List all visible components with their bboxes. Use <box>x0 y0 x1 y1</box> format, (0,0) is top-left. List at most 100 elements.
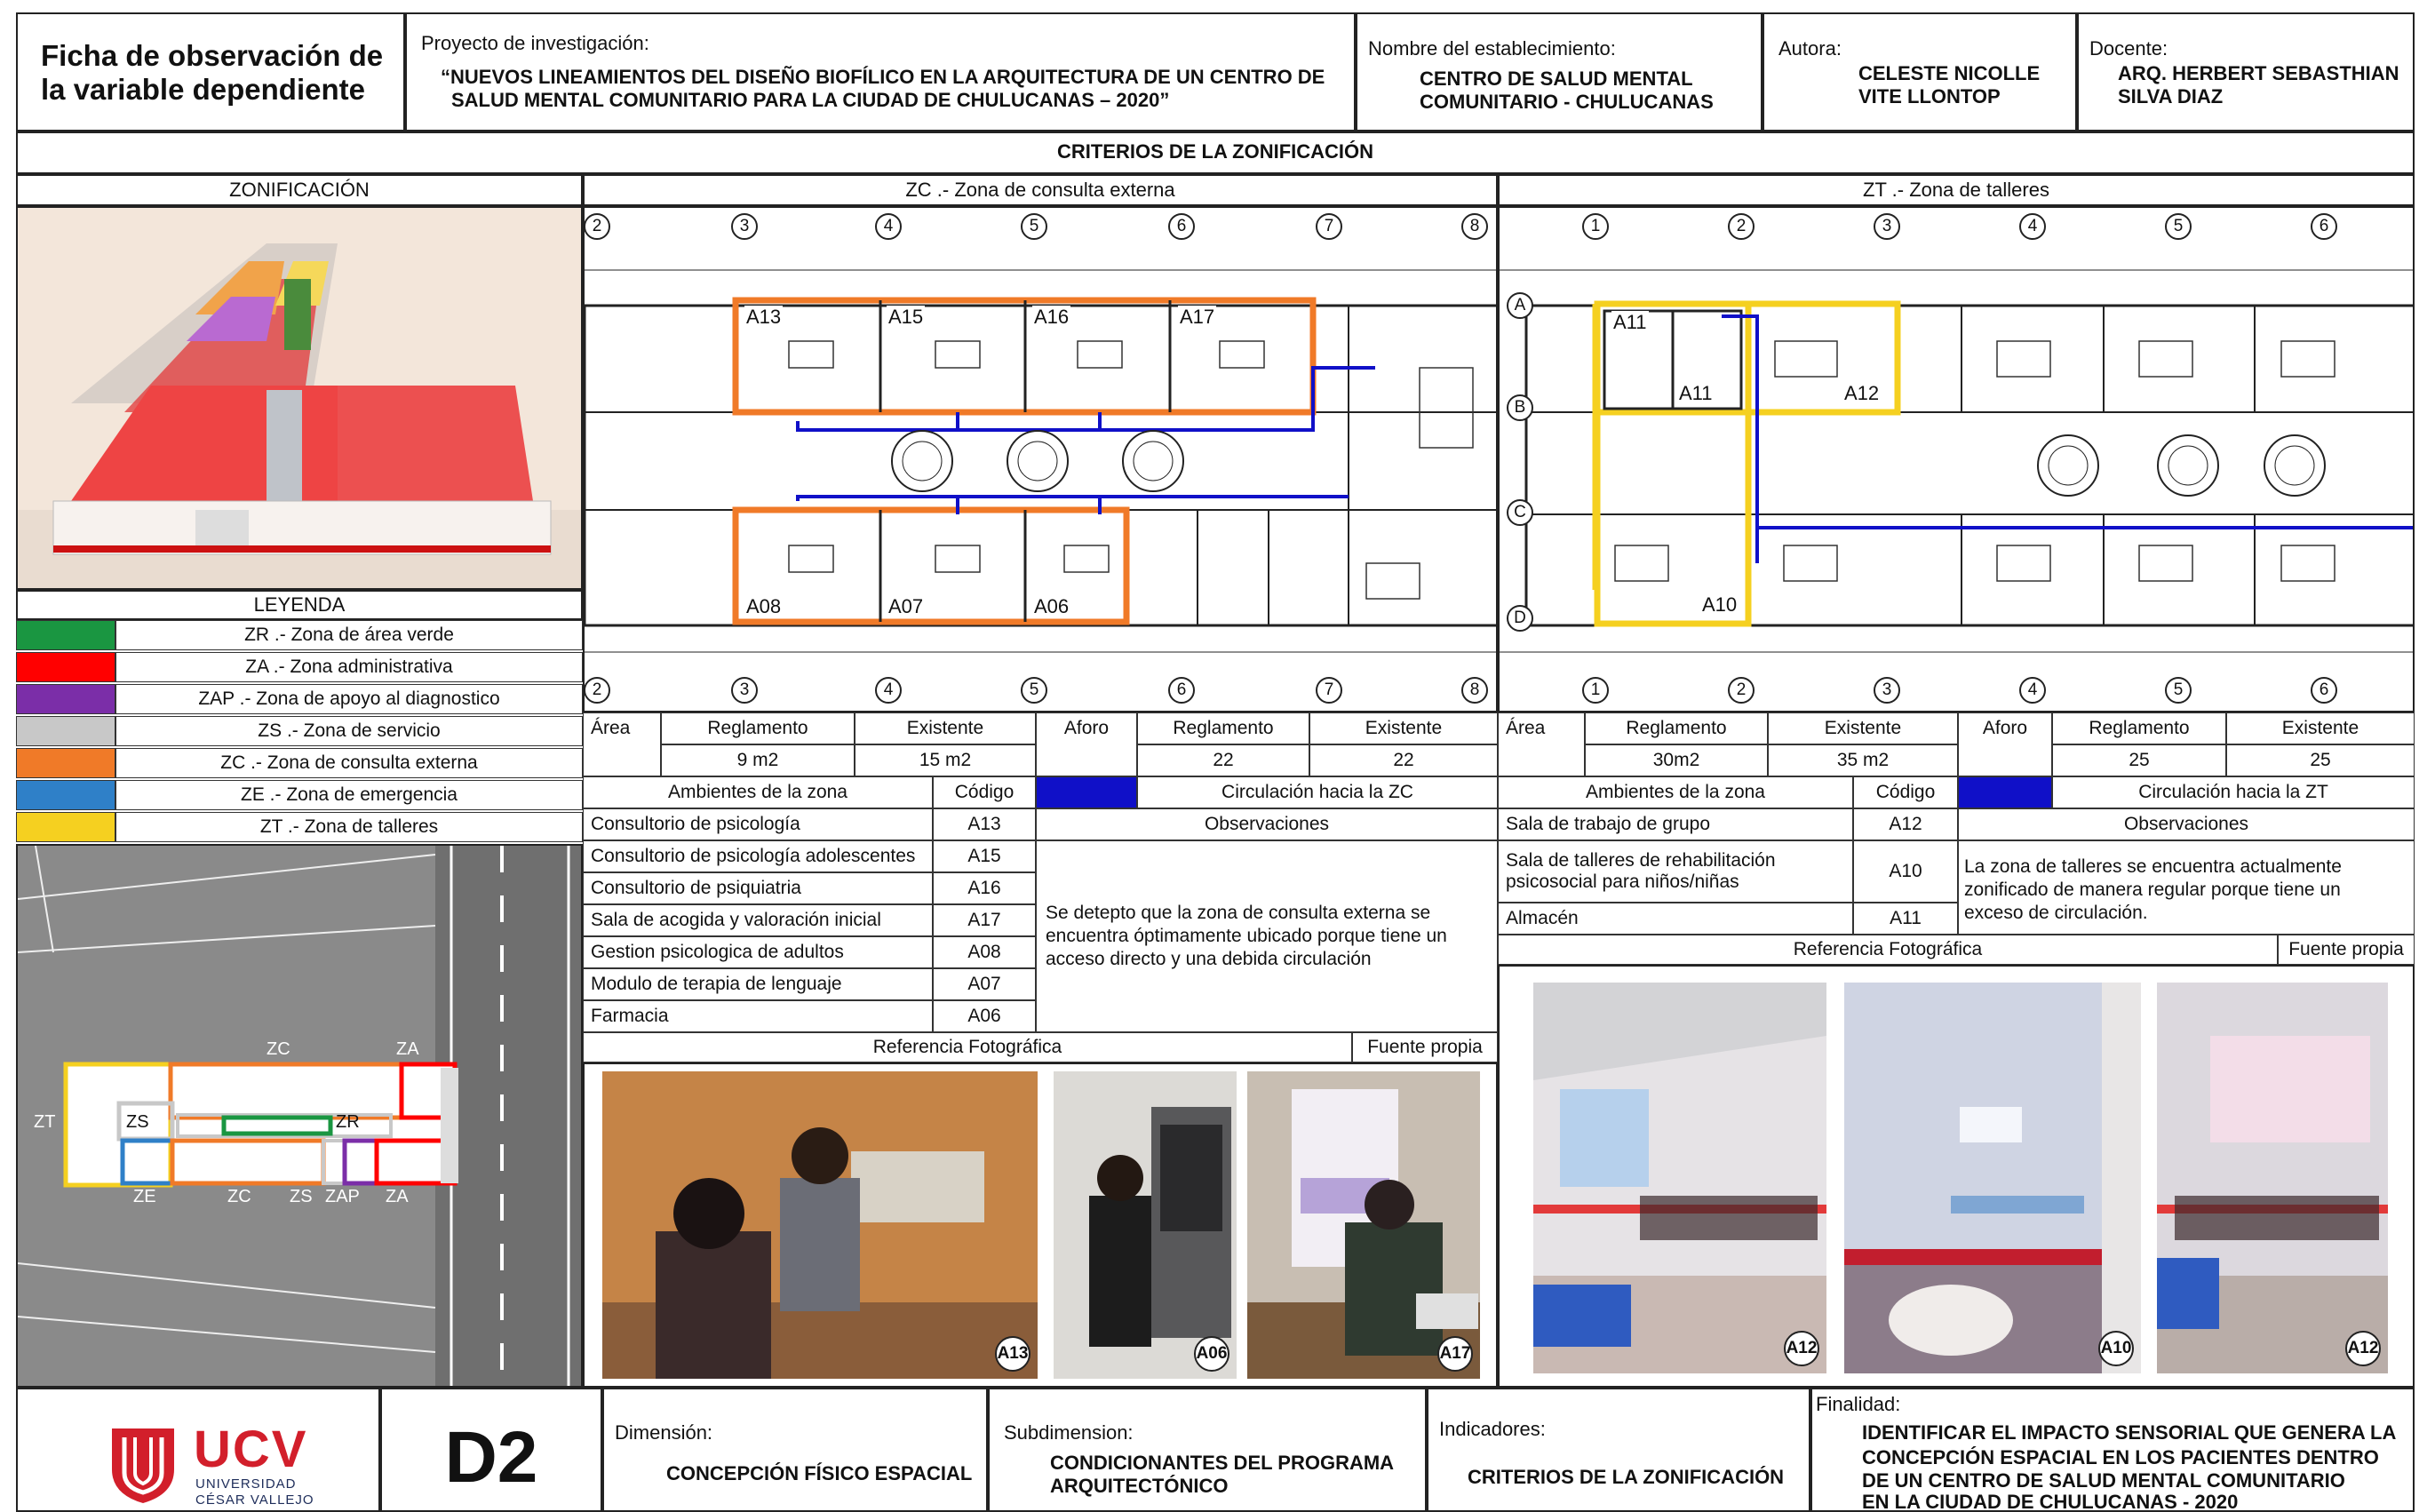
zt-room-label: A12 <box>1842 382 1882 405</box>
legend-item-label: ZR .- Zona de área verde <box>115 620 583 650</box>
zc-row-name: Sala de acogida y valoración inicial <box>583 904 933 936</box>
zc-area-reg-label: Reglamento <box>661 712 855 744</box>
axis-bubble: 8 <box>1461 677 1488 704</box>
ucv-logo-sub2: CÉSAR VALLEJO <box>195 1492 314 1508</box>
zt-row-2-code: A10 <box>1853 840 1958 903</box>
zt-photo-1-tag: A12 <box>1784 1331 1819 1366</box>
ucv-logo-main: UCV <box>194 1420 308 1478</box>
zt-ref-label: Referencia Fotográfica <box>1498 935 2278 965</box>
axis-bubble: 5 <box>2165 677 2192 704</box>
indicator-value: CRITERIOS DE LA ZONIFICACIÓN <box>1468 1466 1785 1488</box>
criteria-title-bar: CRITERIOS DE LA ZONIFICACIÓN <box>16 131 2415 174</box>
teacher-line2: SILVA DIAZ <box>2118 85 2224 107</box>
zt-area-exist-value: 35 m2 <box>1768 744 1958 776</box>
site-map: ZC ZA ZT ZS ZR ZE ZC ZS ZAP ZA <box>16 844 583 1388</box>
photo-workshop-room-2 <box>1844 983 2141 1373</box>
axis-bubble: 4 <box>2019 213 2046 240</box>
legend-swatch <box>16 652 115 682</box>
zc-ref-label: Referencia Fotográfica <box>583 1032 1352 1062</box>
map-label-zs: ZS <box>126 1112 149 1132</box>
establishment-line2: COMUNITARIO - CHULUCANAS <box>1420 91 1714 113</box>
photo-workshop-room-1 <box>1533 983 1826 1373</box>
axis-bubble: 2 <box>585 677 610 704</box>
zc-area-exist-label: Existente <box>855 712 1036 744</box>
zt-room-label: A10 <box>1700 593 1739 617</box>
subdimension-label: Subdimension: <box>1004 1421 1134 1444</box>
establishment-line1: CENTRO DE SALUD MENTAL <box>1420 68 1693 90</box>
axis-bubble: 6 <box>1168 677 1195 704</box>
map-label-zs-bottom: ZS <box>290 1187 313 1206</box>
subdimension-line2: ARQUITECTÓNICO <box>1050 1475 1229 1497</box>
zc-row-name: Gestion psicologica de adultos <box>583 936 933 968</box>
zt-observations-box: La zona de talleres se encuentra actualm… <box>1958 840 2415 935</box>
axis-bubble: 3 <box>731 677 758 704</box>
zc-source-label: Fuente propia <box>1352 1032 1498 1062</box>
photo-consultation-room <box>602 1071 1038 1379</box>
zc-row-name: Consultorio de psicología <box>583 808 933 840</box>
map-label-zap: ZAP <box>325 1187 360 1206</box>
map-label-za-bottom: ZA <box>386 1187 409 1206</box>
photo-pharmacy-window <box>1054 1071 1237 1379</box>
footer-code-box: D2 <box>380 1388 602 1512</box>
axis-bubble: 3 <box>731 213 758 240</box>
zc-observation-text: Se detepto que la zona de consulta exter… <box>1046 903 1447 969</box>
axis-row-bubble: D <box>1507 605 1533 632</box>
zt-source-label: Fuente propia <box>2278 935 2415 965</box>
zt-photo-2: A10 <box>1844 983 2141 1373</box>
axis-bubble: 6 <box>2311 677 2337 704</box>
header-teacher-box: Docente: ARQ. HERBERT SEBASTHIAN SILVA D… <box>2077 12 2415 131</box>
building-3d-render <box>18 208 581 588</box>
dimension-value: CONCEPCIÓN FÍSICO ESPACIAL <box>666 1462 973 1484</box>
sheet-title: Ficha de observación de la variable depe… <box>41 39 384 106</box>
axis-row-bubble: C <box>1507 499 1533 526</box>
axis-bubble: 2 <box>585 213 610 240</box>
zc-row-name: Consultorio de psiquiatria <box>583 872 933 904</box>
zt-header: ZT .- Zona de talleres <box>1498 174 2415 206</box>
dimension-label: Dimensión: <box>615 1421 713 1444</box>
zc-row-code: A06 <box>933 1000 1036 1032</box>
zonificacion-header: ZONIFICACIÓN <box>16 174 583 206</box>
axis-bubble: 4 <box>2019 677 2046 704</box>
author-line2: VITE LLONTOP <box>1858 85 2001 107</box>
zc-photo-1-tag: A13 <box>995 1336 1030 1372</box>
footer-indicator-box: Indicadores: CRITERIOS DE LA ZONIFICACIÓ… <box>1427 1388 1810 1512</box>
legend-item-label: ZS .- Zona de servicio <box>115 716 583 746</box>
zt-row-3-code: A11 <box>1853 903 1958 935</box>
axis-bubble: 6 <box>2311 213 2337 240</box>
photo-workshop-room-3 <box>2157 983 2388 1373</box>
zc-area-reg-value: 9 m2 <box>661 744 855 776</box>
zt-aforo-reg-value: 25 <box>2052 744 2226 776</box>
subdimension-line1: CONDICIONANTES DEL PROGRAMA <box>1050 1452 1395 1474</box>
zc-circulation-label: Circulación hacia la ZC <box>1137 776 1498 808</box>
zc-area-label: Área <box>583 712 661 776</box>
zc-title: ZC .- Zona de consulta externa <box>905 179 1175 201</box>
footer-logo-box: UCV UNIVERSIDAD CÉSAR VALLEJO <box>16 1388 380 1512</box>
zt-aforo-exist-label: Existente <box>2226 712 2415 744</box>
zc-row-name: Consultorio de psicología adolescentes <box>583 840 933 872</box>
zc-observations-header: Observaciones <box>1036 808 1498 840</box>
axis-bubble: 4 <box>875 213 902 240</box>
zt-row-2-name: Sala de talleres de rehabilitación psico… <box>1506 850 1776 892</box>
zt-photo-3: A12 <box>2157 983 2388 1373</box>
zc-row-code: A17 <box>933 904 1036 936</box>
zc-row-code: A15 <box>933 840 1036 872</box>
zt-photo-3-tag: A12 <box>2345 1331 2381 1366</box>
footer-subdimension-box: Subdimension: CONDICIONANTES DEL PROGRAM… <box>988 1388 1427 1512</box>
zc-aforo-reg-label: Reglamento <box>1137 712 1309 744</box>
axis-bubble: 7 <box>1316 677 1342 704</box>
zt-aforo-reg-label: Reglamento <box>2052 712 2226 744</box>
establishment-label: Nombre del establecimiento: <box>1368 37 1616 60</box>
footer-purpose-box: Finalidad: IDENTIFICAR EL IMPACTO SENSOR… <box>1810 1388 2415 1512</box>
zt-photo-2-tag: A10 <box>2098 1331 2134 1366</box>
axis-bubble: 5 <box>1021 213 1047 240</box>
map-label-ze: ZE <box>133 1187 156 1206</box>
dimension-code: D2 <box>444 1417 538 1498</box>
zc-row-code: A08 <box>933 936 1036 968</box>
axis-bubble: 7 <box>1316 213 1342 240</box>
zt-title: ZT .- Zona de talleres <box>1863 179 2049 201</box>
axis-bubble: 1 <box>1582 213 1609 240</box>
zc-room-label: A13 <box>744 306 784 329</box>
ucv-shield-logo <box>112 1428 174 1503</box>
zc-aforo-exist-label: Existente <box>1309 712 1498 744</box>
